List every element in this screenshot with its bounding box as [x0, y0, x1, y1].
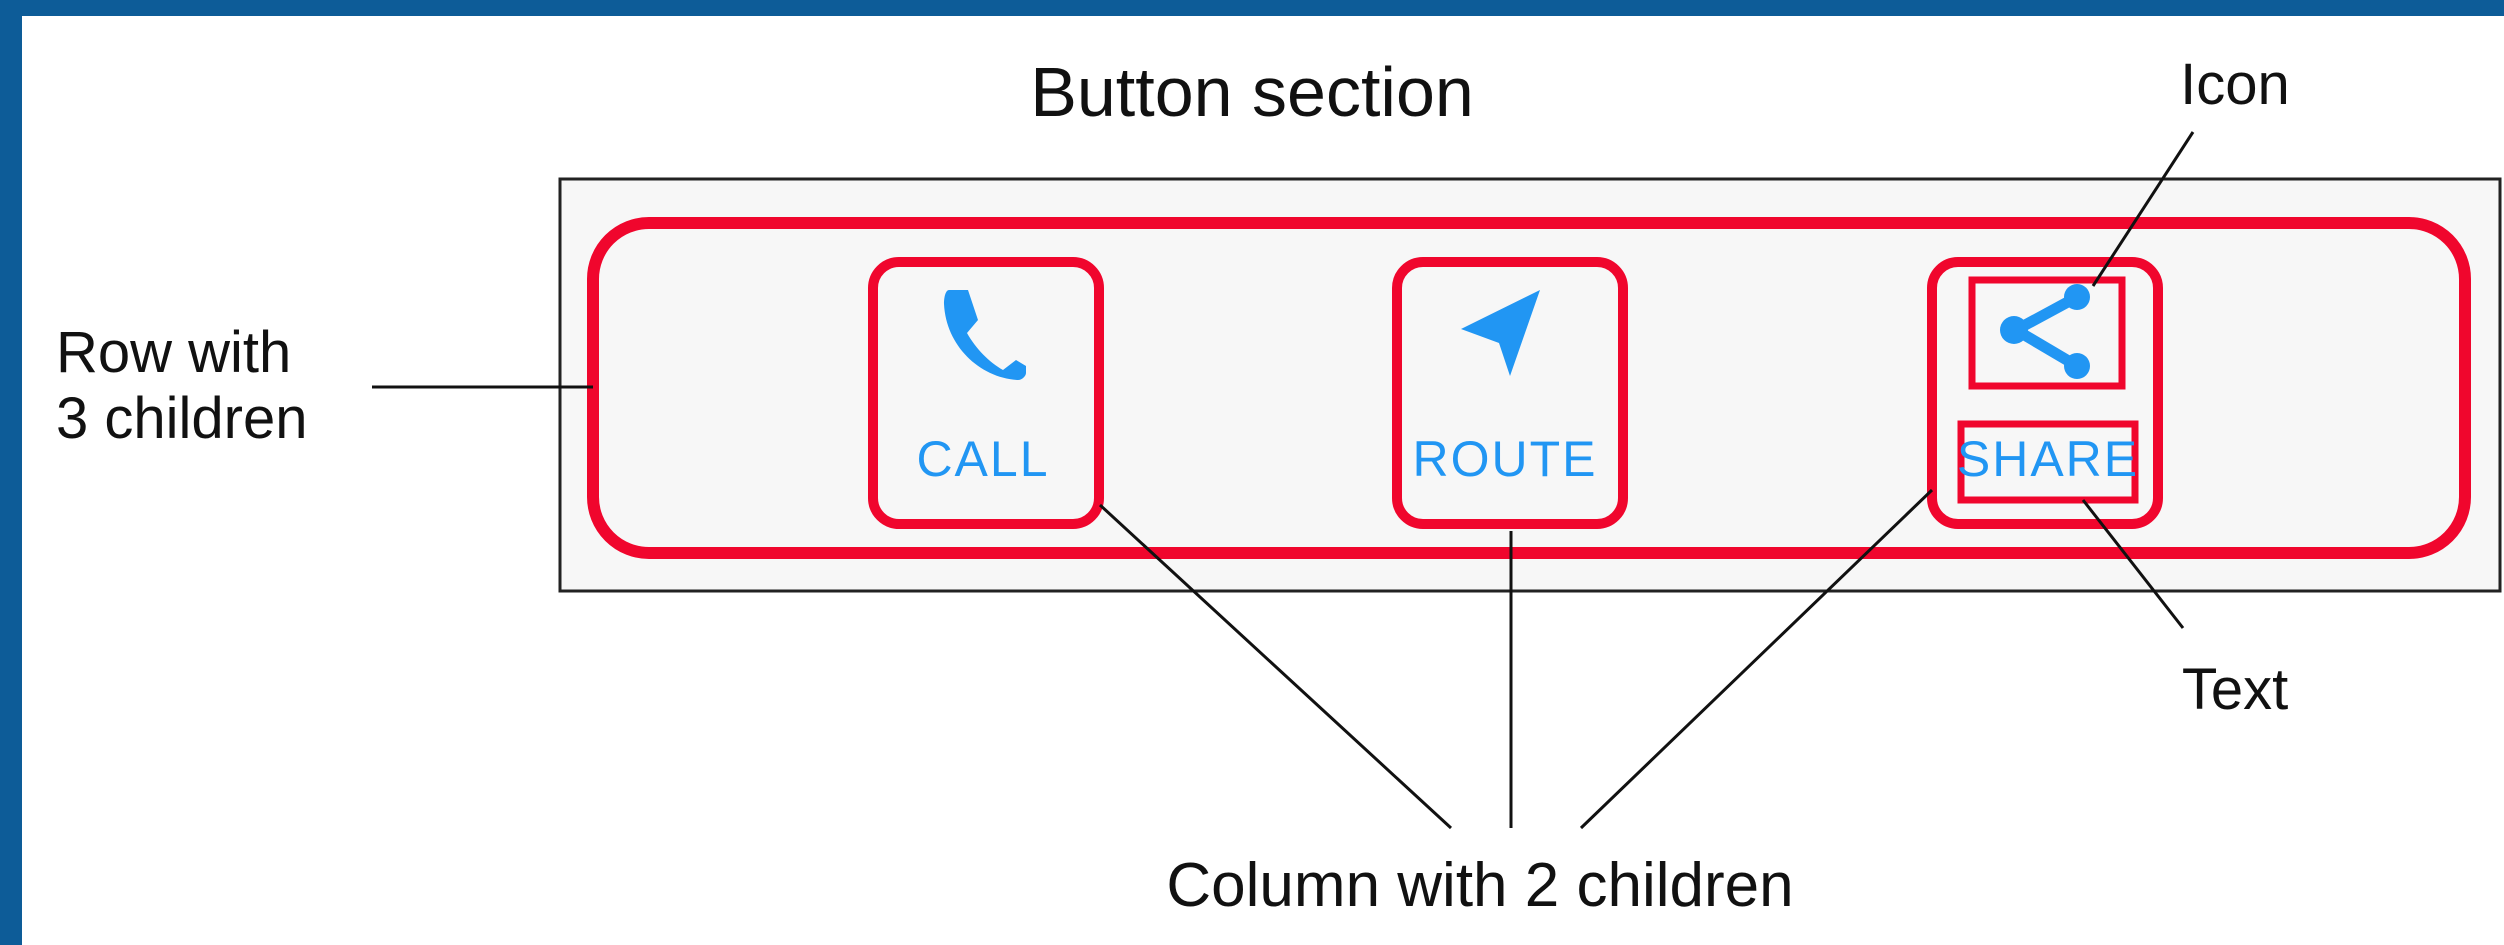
row-callout-line-1: Row with — [56, 320, 292, 385]
text-callout-label: Text — [2181, 657, 2289, 722]
column-highlight-route — [1392, 257, 1628, 529]
phone-icon — [944, 290, 1026, 380]
row-callout-line-2: 3 children — [56, 386, 308, 451]
share-label: SHARE — [1957, 431, 2139, 487]
row-callout-label: Row with 3 children — [56, 320, 307, 452]
button-section-panel — [558, 177, 2502, 593]
call-label: CALL — [916, 431, 1049, 487]
column-leader-line-share — [1579, 488, 1934, 830]
column-leader-line-call — [1098, 503, 1453, 830]
diagram-title: Button section — [1030, 53, 1474, 131]
icon-highlight — [1968, 276, 2126, 390]
text-leader-line — [2081, 499, 2185, 629]
share-icon — [2000, 284, 2090, 379]
column-highlight-call — [868, 257, 1104, 529]
icon-leader-line — [2091, 131, 2195, 287]
column-callout-label: Column with 2 children — [1166, 851, 1794, 920]
navigation-arrow-icon — [1461, 290, 1540, 376]
column-highlight-share — [1927, 257, 2163, 529]
icon-callout-label: Icon — [2180, 52, 2290, 117]
text-highlight — [1957, 420, 2139, 504]
route-label: ROUTE — [1413, 431, 1598, 487]
